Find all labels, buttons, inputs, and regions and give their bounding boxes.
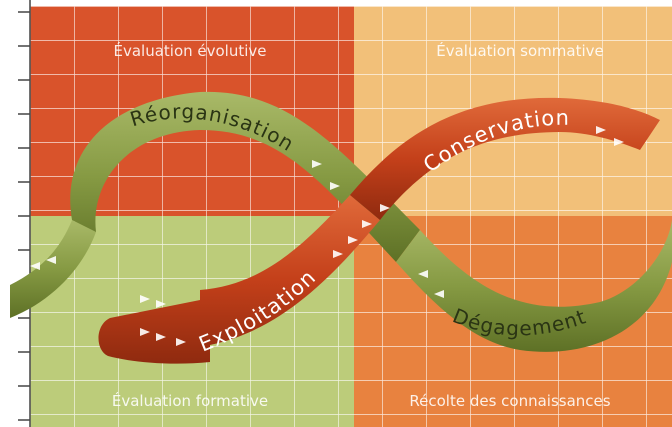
arrow-marker-icon (176, 338, 186, 346)
quadrant-label-bottom-left: Évaluation formative (112, 391, 268, 410)
arrow-marker-icon (434, 290, 444, 298)
red-band-conservation (350, 97, 660, 220)
green-band-reorganisation (70, 91, 420, 262)
green-band (10, 91, 672, 352)
arrow-marker-icon (156, 300, 166, 308)
arrow-marker-icon (614, 138, 624, 146)
arrow-marker-icon (418, 270, 428, 278)
arrow-marker-icon (140, 295, 150, 303)
arrow-marker-icon (362, 220, 372, 228)
arrow-marker-icon (312, 160, 322, 168)
arrow-marker-icon (380, 204, 390, 212)
green-band-degagement (396, 220, 672, 352)
red-band-exploitation (98, 195, 380, 364)
arrow-marker-icon (140, 328, 150, 336)
arrow-marker-icon (156, 333, 166, 341)
quadrant-label-top-left: Évaluation évolutive (113, 41, 266, 60)
direction-markers (30, 126, 624, 346)
arrow-marker-icon (30, 262, 40, 270)
left-axis (18, 0, 31, 427)
arrow-marker-icon (348, 236, 358, 244)
arrow-marker-icon (596, 126, 606, 134)
quadrant-label-top-right: Évaluation sommative (436, 41, 603, 60)
quadrant-label-bottom-right: Récolte des connaissances (409, 392, 610, 410)
arrow-marker-icon (330, 182, 340, 190)
arrow-marker-icon (46, 256, 56, 264)
arrow-marker-icon (333, 250, 343, 258)
green-band-left-tail (10, 220, 96, 318)
red-band (98, 97, 660, 364)
